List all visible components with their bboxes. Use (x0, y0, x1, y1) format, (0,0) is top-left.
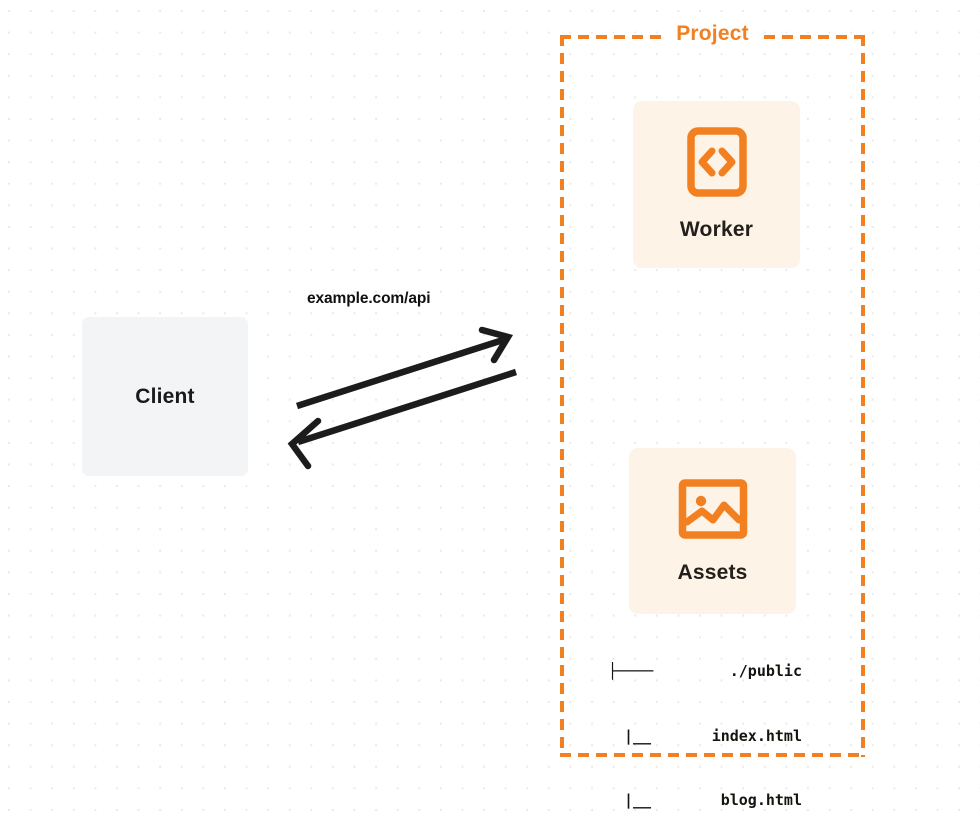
client-label: Client (135, 384, 195, 408)
tree-item-name: index.html (711, 726, 802, 745)
tree-branch-glyph: |__ (624, 726, 652, 745)
project-boundary: Project (560, 22, 865, 757)
worker-card[interactable]: Worker (633, 101, 800, 268)
file-tree-row: ├──── ./public (608, 661, 802, 683)
file-tree-row: |__ blog.html (608, 790, 802, 812)
tree-item-name: blog.html (720, 791, 802, 809)
file-tree-row: |__ index.html (608, 726, 802, 748)
tree-branch-glyph: |__ (624, 791, 652, 809)
response-arrow-icon (287, 368, 517, 470)
tree-item-name: ./public (729, 662, 802, 680)
project-title: Project (672, 22, 753, 46)
boundary-edge-top-right (763, 35, 865, 39)
boundary-edge-left (560, 35, 564, 757)
boundary-edge-right (861, 35, 865, 757)
file-tree: ├──── ./public |__ index.html |__ blog.h… (608, 618, 802, 818)
boundary-edge-top-left (560, 35, 662, 39)
connection-label: example.com/api (307, 290, 431, 307)
assets-card[interactable]: Assets (629, 448, 796, 614)
request-arrow-icon (296, 326, 514, 410)
boundary-edge-bottom (560, 753, 865, 757)
assets-label: Assets (677, 560, 748, 584)
code-brackets-icon (686, 127, 747, 202)
client-node[interactable]: Client (82, 317, 248, 476)
image-icon (678, 478, 748, 545)
tree-branch-glyph: ├──── (608, 662, 654, 680)
worker-label: Worker (679, 218, 754, 241)
